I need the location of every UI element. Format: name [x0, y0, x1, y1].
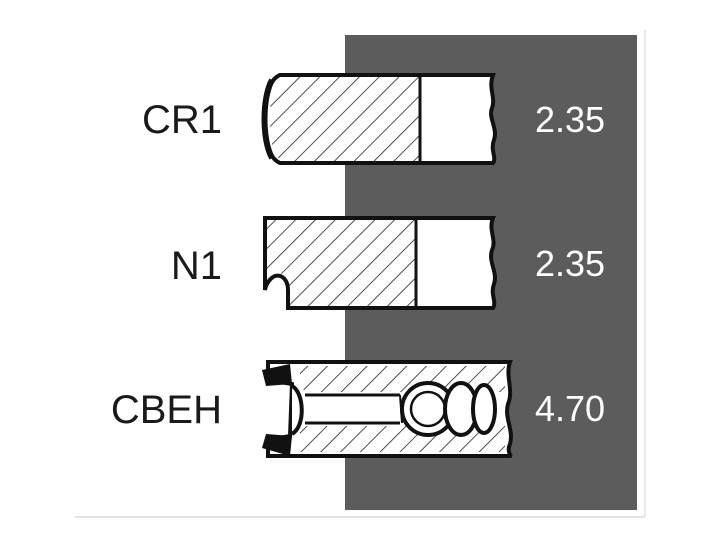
ring-label-n1: N1: [171, 244, 222, 288]
ring-cbeh-profile: [262, 360, 513, 458]
ring-value-cbeh: 4.70: [535, 388, 605, 429]
ring-value-n1: 2.35: [535, 243, 605, 284]
ring-cr1-profile: [261, 73, 497, 165]
ring-label-cr1: CR1: [142, 98, 222, 142]
ring-label-cbeh: CBEH: [111, 388, 222, 432]
ring-value-cr1: 2.35: [535, 99, 605, 140]
ring-n1-profile: [263, 216, 497, 310]
